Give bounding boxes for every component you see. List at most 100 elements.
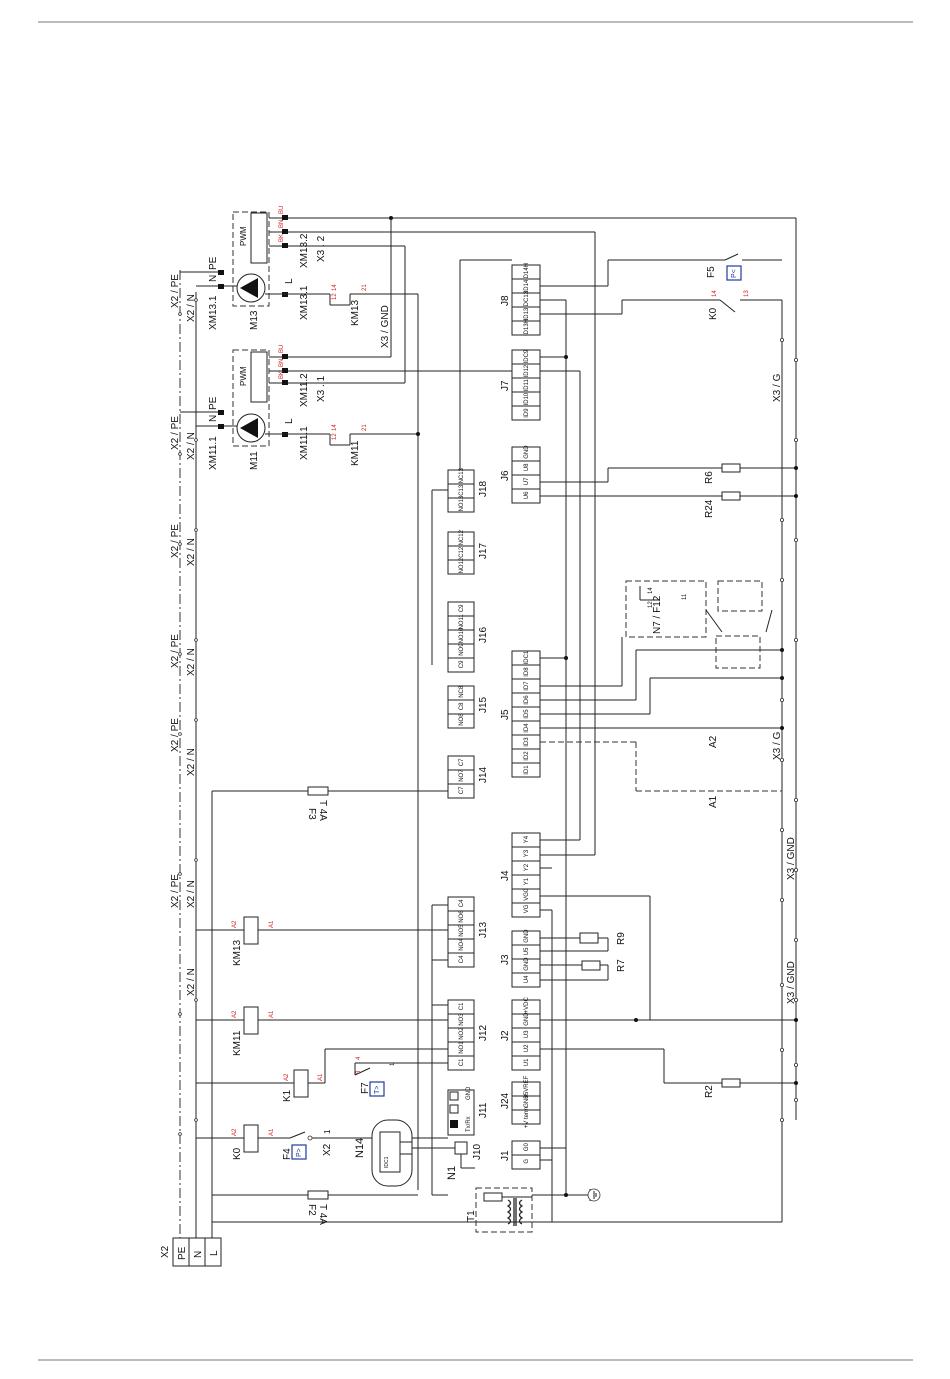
svg-text:3: 3 [356,1070,362,1074]
pin-label: Y3 [524,849,530,857]
svg-text:K0: K0 [232,1147,243,1160]
svg-text:X2 / PE: X2 / PE [170,274,181,308]
pin-label: NO7 [459,769,465,782]
bus-dot [780,758,785,763]
km13-21: 21 [362,284,368,291]
bus-dot [194,998,198,1002]
km13-14: 14 [332,284,338,291]
connector-label: J4 [500,870,511,881]
wire-bn-m11: BN [279,359,285,367]
pin-label: C9 [459,660,465,668]
pin-label: U1 [524,1058,530,1066]
label-xm11-2: XM11.2 [299,373,310,407]
bus-dot [194,638,198,642]
pin-label: ID13 [524,307,530,320]
pin-label: NO4 [459,938,465,951]
connector-label: J17 [478,542,489,559]
pin-label: IDC1 [524,650,530,664]
svg-text:X2 / PE: X2 / PE [170,524,181,558]
svg-text:X2 / N: X2 / N [186,880,197,908]
bus-dot [178,872,182,876]
label-xm11-1b: XM11.1 [299,426,310,460]
svg-text:X2 / PE: X2 / PE [170,874,181,908]
svg-text:A2: A2 [284,1073,290,1081]
bus-dot [780,337,785,342]
svg-text:F5: F5 [706,266,717,278]
bus-dot [794,437,799,442]
bus-dot [178,312,182,316]
svg-text:X2 / N: X2 / N [186,432,197,460]
svg-text:N1: N1 [446,1166,458,1180]
pin-label: U2 [524,1044,530,1052]
pin-label: ID8 [524,667,530,677]
svg-text:F3: F3 [306,808,317,820]
svg-text:A1: A1 [269,920,275,928]
pin-label: U4 [524,975,530,983]
bus-dot [194,1118,198,1122]
pin-label: C7 [459,786,465,794]
connector-label: J7 [500,380,511,391]
bus-dot [794,538,799,543]
pin-label: C1 [459,1002,465,1010]
label-x3-gnd-1: X3 / GND [786,837,797,880]
pin-label: NC12 [459,529,465,545]
svg-text:GND: GND [466,1086,472,1100]
connector-j11: Tx/Rx GND J11 [447,1086,489,1136]
sensor-r6: R6 [540,463,798,484]
pin-label: ID14 [524,279,530,292]
label-xm11-1: XM11.1 [208,436,219,470]
pwm-label-m13: PWM [239,226,248,246]
label-x3-g-1: X3 / G [772,373,783,402]
pin-label: ID3 [524,737,530,747]
pin-label: NO2 [459,1027,465,1040]
svg-text:N7 / F12: N7 / F12 [652,595,663,634]
svg-text:KM11: KM11 [232,1030,243,1056]
pin-label: ID6 [524,695,530,705]
x2-pin-pe: PE [177,1246,188,1260]
svg-text:K1: K1 [282,1089,293,1102]
bus-dot [794,868,799,873]
label-km11-contact: KM11 [350,440,361,466]
connector-label: J3 [500,954,511,965]
transformer-t1: T1 [466,1187,601,1233]
label-m11: M11 [249,451,260,470]
connector-label: J14 [478,766,489,783]
connector-label: J16 [478,626,489,643]
pin-label: NO11 [459,614,465,630]
pin-label: ID12 [524,364,530,377]
km11-14: 14 [332,424,338,431]
pin-label: NO6 [459,910,465,923]
x2-terminal: PE N L X2 [160,1237,222,1267]
svg-text:T1: T1 [466,1210,477,1222]
label-x3-gnd-top: X3 / GND [380,305,391,348]
connector-label: J15 [478,696,489,713]
x2-pin-n: N [193,1251,204,1258]
svg-text:1: 1 [390,1062,396,1066]
bus-dot [178,732,182,736]
io-connectors: ID14HID14IDC13ID13ID13HJ8IDC9ID12ID11ID1… [500,263,541,1170]
bus-dot [794,1098,799,1103]
coil-km13: A2 A1 KM13 [196,916,448,966]
km11-contact: 14 12 21 KM11 [329,424,368,466]
svg-text:P>: P> [296,1148,303,1157]
km13-contact: 14 12 21 KM13 [329,284,368,326]
pin-label: ID14H [524,263,530,280]
bus-dot [780,518,785,523]
svg-text:12: 12 [648,601,654,608]
bus-dot [178,652,182,656]
wire-bk-m13: BK [279,234,285,242]
pin-label: ID10 [524,392,530,405]
svg-text:J10: J10 [472,1143,483,1160]
connector-label: J13 [478,921,489,938]
pin-label: U5 [524,947,530,955]
pin-label: C1 [459,1058,465,1066]
bus-dot [178,452,182,456]
